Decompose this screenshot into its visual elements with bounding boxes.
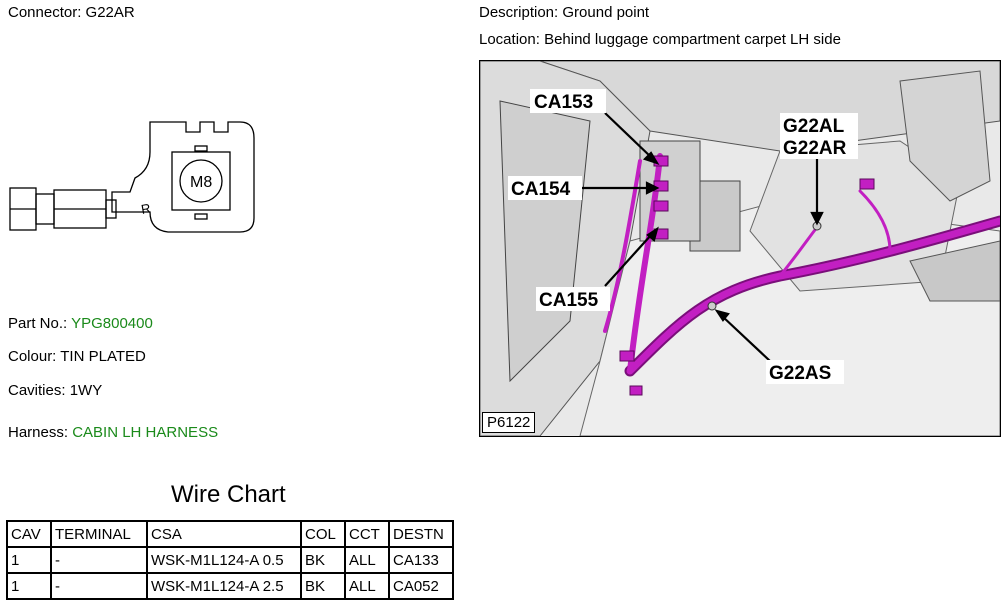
header-destn: DESTN <box>388 520 454 548</box>
cell-csa: WSK-M1L124-A 2.5 <box>146 572 302 600</box>
part-no-label: Part No.: <box>8 315 68 332</box>
cell-cct: ALL <box>344 572 390 600</box>
location-illustration: CA153 CA154 CA155 G22AL G22AR G22AS <box>480 61 1000 436</box>
colour-line: Colour: TIN PLATED <box>8 348 146 365</box>
colour-label: Colour: <box>8 348 57 365</box>
description-line: Description: Ground point <box>479 4 649 21</box>
header-col: COL <box>300 520 346 548</box>
colour-value: TIN PLATED <box>60 348 146 365</box>
cavities-line: Cavities: 1WY <box>8 382 102 399</box>
cavities-value: 1WY <box>69 382 103 399</box>
cell-cav: 1 <box>6 572 52 600</box>
callout-g22as: G22AS <box>769 363 831 384</box>
wire-chart-title: Wire Chart <box>171 481 286 508</box>
cell-terminal: - <box>50 572 148 600</box>
cell-col: BK <box>300 546 346 574</box>
description-label: Description: <box>479 4 559 21</box>
header-csa: CSA <box>146 520 302 548</box>
cell-terminal: - <box>50 546 148 574</box>
callout-g22al: G22AL <box>783 116 845 137</box>
connector-value: G22AR <box>85 4 135 21</box>
wire-chart-header-row: CAV TERMINAL CSA COL CCT DESTN <box>6 520 454 548</box>
connector-drawing: M8 R <box>9 121 255 233</box>
part-no-link[interactable]: YPG800400 <box>71 315 153 332</box>
cell-destn: CA133 <box>388 546 454 574</box>
table-row: 1 - WSK-M1L124-A 2.5 BK ALL CA052 <box>6 572 454 600</box>
location-value: Behind luggage compartment carpet LH sid… <box>544 31 841 48</box>
cell-csa: WSK-M1L124-A 0.5 <box>146 546 302 574</box>
nut-size-label: M8 <box>190 174 212 191</box>
wire-chart-table: CAV TERMINAL CSA COL CCT DESTN 1 - WSK-M… <box>6 520 454 600</box>
location-line: Location: Behind luggage compartment car… <box>479 31 841 48</box>
part-no-line: Part No.: YPG800400 <box>8 315 153 332</box>
callout-ca155: CA155 <box>539 290 599 311</box>
location-photo: CA153 CA154 CA155 G22AL G22AR G22AS P612… <box>479 60 1001 437</box>
photo-code: P6122 <box>482 412 536 433</box>
connector-label: Connector: <box>8 4 82 21</box>
callout-ca154: CA154 <box>511 179 571 200</box>
description-value: Ground point <box>562 4 650 21</box>
cell-cct: ALL <box>344 546 390 574</box>
side-label: R <box>140 201 152 217</box>
harness-line: Harness: CABIN LH HARNESS <box>8 424 218 441</box>
cell-cav: 1 <box>6 546 52 574</box>
cell-destn: CA052 <box>388 572 454 600</box>
header-cct: CCT <box>344 520 390 548</box>
header-terminal: TERMINAL <box>50 520 148 548</box>
header-cav: CAV <box>6 520 52 548</box>
callout-ca153: CA153 <box>534 92 593 113</box>
location-label: Location: <box>479 31 540 48</box>
harness-label: Harness: <box>8 424 69 441</box>
connector-line: Connector: G22AR <box>8 4 135 21</box>
table-row: 1 - WSK-M1L124-A 0.5 BK ALL CA133 <box>6 546 454 574</box>
callout-g22ar: G22AR <box>783 138 847 159</box>
cavities-label: Cavities: <box>8 382 66 399</box>
harness-link[interactable]: CABIN LH HARNESS <box>72 424 219 441</box>
cell-col: BK <box>300 572 346 600</box>
